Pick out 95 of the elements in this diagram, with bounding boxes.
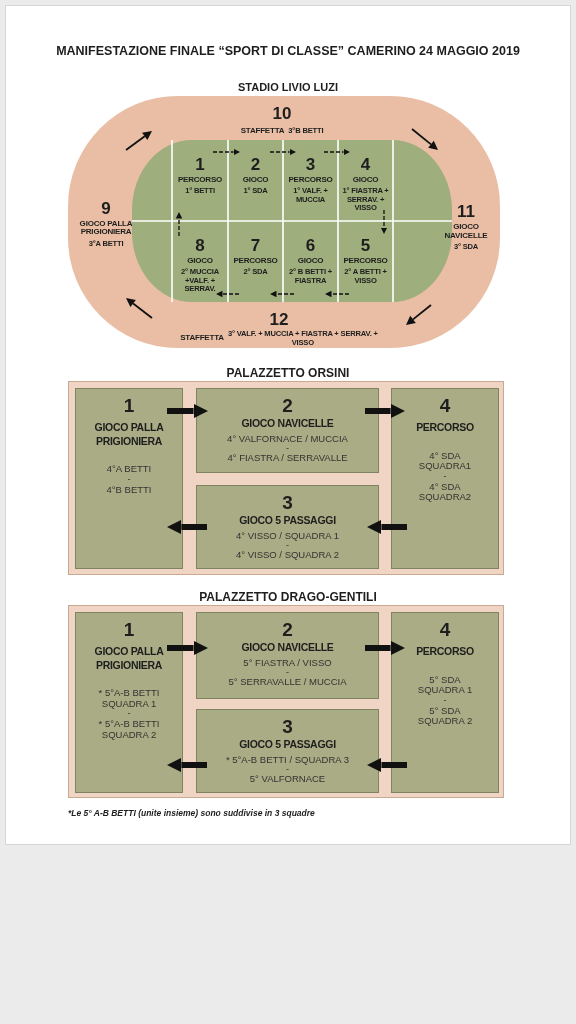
separator-dash: - <box>127 709 131 718</box>
activity-name: PERCORSO <box>288 176 333 185</box>
station-panel <box>196 485 379 569</box>
team-list: 5° SERRAVALLE / MUCCIA <box>228 676 347 687</box>
station-panel <box>75 612 183 793</box>
activity-name: GIOCO <box>352 176 379 185</box>
arrow <box>216 290 240 298</box>
team-list: 4°B BETTI <box>106 484 152 496</box>
hall-background <box>68 605 504 798</box>
team-list: 4°A BETTI <box>106 464 152 475</box>
arrow <box>167 403 208 419</box>
station-number: 6 <box>305 237 316 254</box>
activity-name: PERCORSO <box>343 257 388 266</box>
arrow <box>325 290 350 298</box>
footnote: *Le 5° A-B BETTI (unite insieme) sono suddivise in 3 squadre <box>68 808 315 818</box>
station-panel <box>391 612 499 793</box>
station-number: 1 <box>195 156 205 173</box>
team-list: 5° SDA SQUADRA 2 <box>405 705 485 727</box>
station-number: 1 <box>123 620 135 639</box>
station-panel <box>196 709 379 793</box>
separator-dash: - <box>443 695 447 704</box>
station-number: 3 <box>305 156 316 173</box>
activity-name: GIOCO NAVICELLE <box>443 223 489 241</box>
station-panel <box>196 612 379 699</box>
activity-name: GIOCO NAVICELLE <box>241 418 334 429</box>
station-number: 7 <box>250 237 261 254</box>
station-number: 3 <box>282 493 293 512</box>
activity-name: GIOCO NAVICELLE <box>241 642 334 653</box>
arrow <box>365 403 405 419</box>
station-panel <box>196 388 379 473</box>
arrow <box>365 640 405 656</box>
section-heading: STADIO LIVIO LUZI <box>237 81 339 93</box>
arrow <box>323 148 350 156</box>
station-number: 2 <box>282 620 293 639</box>
activity-name: PERCORSO <box>233 257 278 266</box>
separator-dash: - <box>127 474 131 483</box>
arrow <box>212 148 240 156</box>
station-number: 2 <box>250 156 261 173</box>
arrow <box>270 290 295 298</box>
station-number: 4 <box>439 396 451 415</box>
team-list: * 5°A-B BETTI / SQUADRA 3 <box>225 755 350 766</box>
activity-name: GIOCO PALLA PRIGIONIERA <box>93 645 165 673</box>
team-list: 4° SDA SQUADRA1 <box>405 450 485 472</box>
separator-dash: - <box>286 668 289 677</box>
team-list: 5° FIASTRA / VISSO <box>243 658 332 669</box>
team-list: * 5°A-B BETTI SQUADRA 2 <box>89 719 169 741</box>
activity-name: GIOCO PALLA PRIGIONIERA <box>93 421 165 449</box>
arrow <box>269 148 296 156</box>
station-number: 9 <box>101 199 111 217</box>
activity-name: PERCORSO <box>177 176 223 185</box>
team-list: * 5°A-B BETTI SQUADRA 1 <box>89 688 169 710</box>
separator-dash: - <box>443 471 447 480</box>
arrow <box>175 212 183 237</box>
activity-name: GIOCO <box>242 176 269 185</box>
station-number: 3 <box>282 717 293 736</box>
hall-background <box>68 381 504 575</box>
station-panel <box>391 388 499 569</box>
activity-name: PERCORSO <box>416 645 474 659</box>
activity-name: GIOCO 5 PASSAGGI <box>239 515 336 526</box>
station-number: 4 <box>360 156 371 173</box>
activity-name: GIOCO 5 PASSAGGI <box>239 739 336 750</box>
arrow <box>167 757 207 773</box>
arrow <box>367 757 407 773</box>
activity-name: GIOCO PALLA PRIGIONIERA <box>78 219 134 237</box>
separator-dash: - <box>286 444 289 453</box>
activity-name: STAFFETTA <box>240 126 285 136</box>
station-number: 2 <box>282 396 293 415</box>
activity-name: STAFFETTA <box>180 334 224 343</box>
activity-name: GIOCO <box>297 257 324 266</box>
team-list: 4° VALFORNACE / MUCCIA <box>227 434 348 445</box>
activity-name: PERCORSO <box>416 421 474 435</box>
station-number: 1 <box>123 396 135 415</box>
arrow <box>167 640 208 656</box>
section-heading: PALAZZETTO DRAGO-GENTILI <box>198 590 378 604</box>
arrow <box>380 209 388 234</box>
team-list: 5° SDA SQUADRA 1 <box>405 674 485 696</box>
team-list: 4° VISSO / SQUADRA 1 <box>235 531 340 542</box>
station-number: 5 <box>360 237 371 254</box>
separator-dash: - <box>286 765 289 774</box>
title: MANIFESTAZIONE FINALE “SPORT DI CLASSE” CAMERINO 24 MAGGIO 2019 <box>55 44 521 58</box>
team-list: 4° VISSO / SQUADRA 2 <box>235 549 340 560</box>
separator-dash: - <box>286 541 289 550</box>
activity-name: GIOCO <box>187 257 213 266</box>
team-list: 4° FIASTRA / SERRAVALLE <box>227 452 348 463</box>
team-list: 4° SDA SQUADRA2 <box>405 481 485 503</box>
station-panel <box>75 388 183 569</box>
arrow <box>367 519 407 535</box>
station-number: 10 <box>271 104 293 122</box>
station-number: 12 <box>268 311 290 329</box>
station-number: 8 <box>195 237 205 254</box>
team-list: 5° VALFORNACE <box>249 773 326 784</box>
station-number: 4 <box>439 620 451 639</box>
arrow <box>167 519 207 535</box>
section-heading: PALAZZETTO ORSINI <box>225 366 351 380</box>
station-number: 11 <box>457 203 475 221</box>
